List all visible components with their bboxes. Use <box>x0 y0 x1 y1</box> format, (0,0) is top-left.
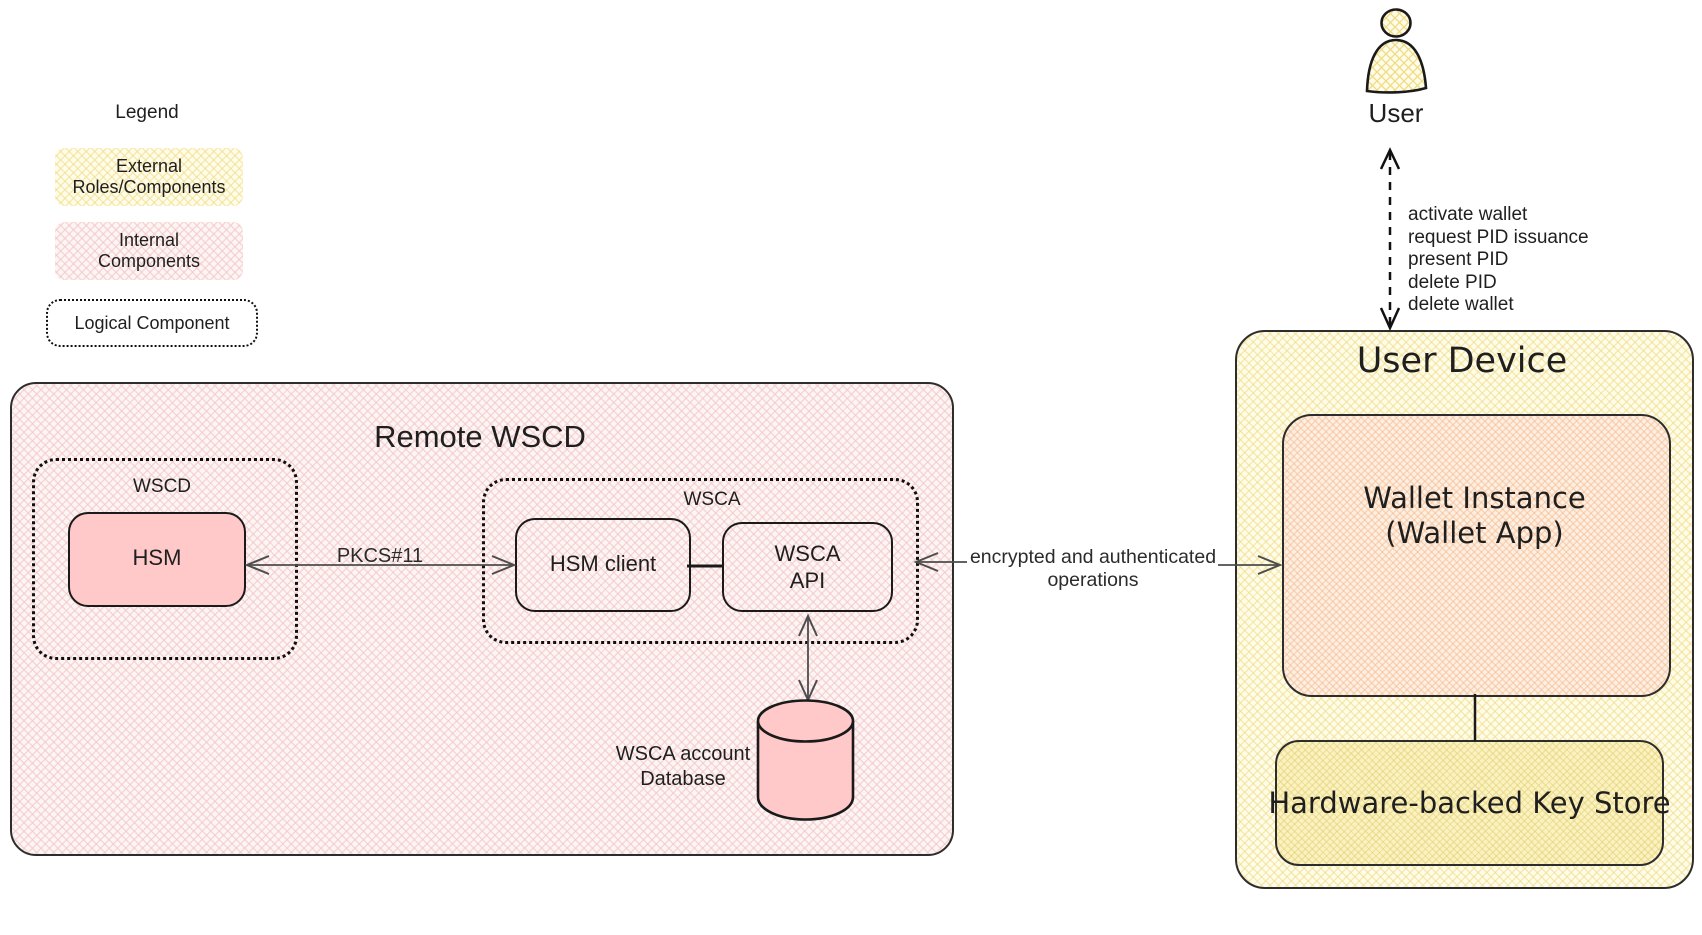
database-label-line2: Database <box>640 768 726 790</box>
legend-internal-label-line1: Internal <box>118 230 180 250</box>
database-label: WSCA account Database <box>598 742 768 792</box>
remote-wscd-title: Remote WSCD <box>374 419 586 454</box>
legend-internal-label-line2: Components <box>97 251 201 271</box>
user-action-labels: activate wallet request PID issuance pre… <box>1408 204 1589 317</box>
encrypted-operations-line1: encrypted and authenticated <box>969 546 1217 568</box>
wsca-group-label: WSCA <box>683 489 741 510</box>
wallet-instance-label-line1: Wallet Instance <box>1363 481 1586 515</box>
wscd-group-box <box>32 458 298 660</box>
encrypted-operations-label: encrypted and authenticated operations <box>963 546 1223 592</box>
encrypted-operations-line2: operations <box>1047 569 1139 591</box>
wsca-api-node: WSCA API <box>722 522 893 612</box>
legend-logical-label: Logical Component <box>74 313 230 333</box>
legend-item-logical: Logical Component <box>46 299 258 347</box>
database-label-line1: WSCA account <box>615 743 751 765</box>
legend-external-label-line2: Roles/Components <box>72 177 226 197</box>
user-label: User <box>1368 98 1424 128</box>
user-device-title: User Device <box>1356 341 1568 381</box>
hsm-node: HSM <box>68 512 246 607</box>
wallet-instance-label: Wallet Instance (Wallet App) <box>1282 481 1667 551</box>
wallet-instance-label-line2: (Wallet App) <box>1385 516 1564 550</box>
user-icon <box>1365 8 1428 94</box>
wsca-api-label-line2: API <box>789 568 826 593</box>
pkcs11-label: PKCS#11 <box>336 545 424 567</box>
wsca-api-label-line1: WSCA <box>774 541 841 566</box>
hsm-label: HSM <box>132 545 182 570</box>
legend-title: Legend <box>115 102 179 123</box>
user-action-delete-pid: delete PID <box>1408 271 1497 293</box>
legend-item-internal: Internal Components <box>55 222 243 280</box>
user-action-delete-wallet: delete wallet <box>1408 294 1514 315</box>
legend-external-label-line1: External <box>115 156 183 176</box>
wscd-group-label: WSCD <box>132 476 192 497</box>
user-action-request-pid: request PID issuance <box>1408 226 1589 248</box>
wallet-instance-box <box>1282 414 1671 697</box>
keystore-label: Hardware-backed Key Store <box>1268 786 1671 820</box>
hsm-client-node: HSM client <box>515 518 691 612</box>
legend-item-external: External Roles/Components <box>55 148 243 206</box>
keystore-box: Hardware-backed Key Store <box>1268 740 1671 866</box>
user-action-activate-wallet: activate wallet <box>1408 204 1528 225</box>
user-action-present-pid: present PID <box>1408 249 1509 270</box>
user-device-arrow <box>1379 147 1401 332</box>
hsm-client-label: HSM client <box>549 551 657 576</box>
